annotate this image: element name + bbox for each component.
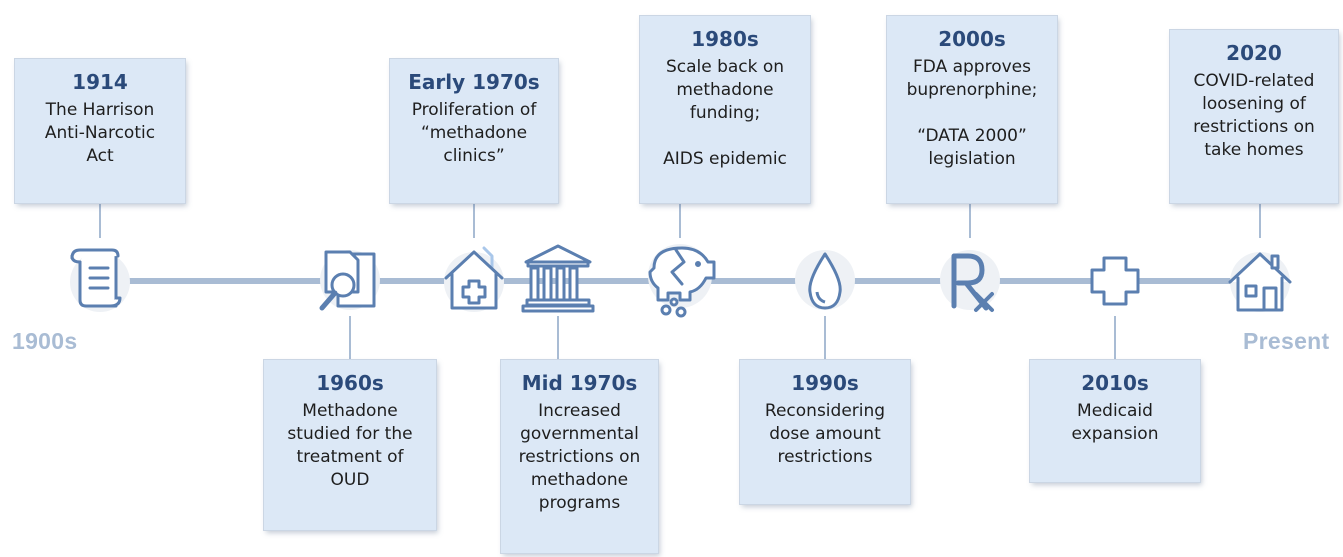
event-box-1914: 1914 The Harrison Anti-Narcotic Act xyxy=(15,59,185,203)
event-year: 1960s xyxy=(316,371,384,395)
event-description: Methadone studied for the treatment of O… xyxy=(287,401,413,490)
event-year: 1980s xyxy=(691,27,759,51)
event-description: COVID-related loosening of restrictions … xyxy=(1193,71,1315,160)
event-year: 2000s xyxy=(938,27,1006,51)
event-year: 2010s xyxy=(1081,371,1149,395)
event-year: 1990s xyxy=(791,371,859,395)
event-box-mid-1970s: Mid 1970s Increased governmental restric… xyxy=(501,360,658,553)
document-search-icon xyxy=(319,250,380,311)
clinic-house-icon xyxy=(444,246,504,312)
event-description: Medicaid expansion xyxy=(1071,401,1159,444)
event-description: Reconsidering dose amount restrictions xyxy=(764,401,886,467)
connectors xyxy=(99,203,1261,360)
broken-piggy-bank-icon xyxy=(648,244,716,318)
end-label: Present xyxy=(1243,328,1330,354)
medical-cross-icon xyxy=(1090,256,1140,306)
event-description: Proliferation of “methadone clinics” xyxy=(411,100,537,166)
event-box-1960s: 1960s Methadone studied for the treatmen… xyxy=(264,360,436,530)
start-label: 1900s xyxy=(12,328,78,354)
event-box-1990s: 1990s Reconsidering dose amount restrict… xyxy=(740,360,910,504)
event-description: Scale back on methadone funding; AIDS ep… xyxy=(663,57,787,169)
event-description: The Harrison Anti-Narcotic Act xyxy=(44,100,156,166)
event-box-2010s: 2010s Medicaid expansion xyxy=(1030,360,1200,482)
event-box-1980s: 1980s Scale back on methadone funding; A… xyxy=(640,16,810,203)
event-description: FDA approves buprenorphine; “DATA 2000” … xyxy=(906,57,1038,169)
rx-icon xyxy=(940,250,1000,312)
government-building-icon xyxy=(521,244,595,313)
scroll-icon xyxy=(70,248,130,312)
event-year: 2020 xyxy=(1226,41,1282,65)
event-box-2020: 2020 COVID-related loosening of restrict… xyxy=(1170,30,1338,203)
event-box-2000s: 2000s FDA approves buprenorphine; “DATA … xyxy=(887,16,1057,203)
home-icon xyxy=(1228,252,1292,312)
event-year: 1914 xyxy=(72,70,128,94)
event-year: Early 1970s xyxy=(408,70,540,94)
event-box-early-1970s: Early 1970s Proliferation of “methadone … xyxy=(390,59,558,203)
event-description: Increased governmental restrictions on m… xyxy=(518,401,641,513)
droplet-icon xyxy=(795,250,855,310)
event-year: Mid 1970s xyxy=(521,371,638,395)
